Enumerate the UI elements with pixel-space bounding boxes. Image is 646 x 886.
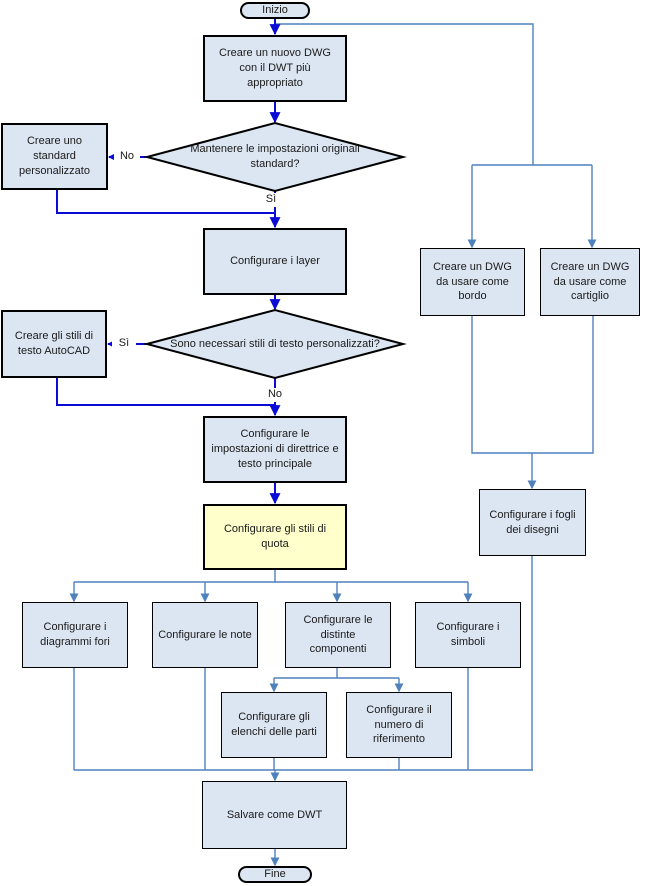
process-bom-label: Configurare le distinte componenti bbox=[303, 613, 373, 656]
process-balloon-number: Configurare il numero di riferimento bbox=[346, 692, 452, 758]
process-dimension-styles: Configurare gli stili di quota bbox=[203, 504, 347, 570]
process-symbols-label: Configurare i simboli bbox=[436, 621, 500, 648]
branch-label-no-1: No bbox=[114, 150, 140, 164]
decision-text-styles: Sono necessari stili di testo personaliz… bbox=[143, 308, 407, 380]
process-save-dwt-label: Salvare come DWT bbox=[226, 808, 323, 821]
process-notes-label: Configurare le note bbox=[158, 628, 252, 641]
branch-label-no-2: No bbox=[262, 388, 288, 402]
process-custom-standard: Creare uno standard personalizzato bbox=[1, 123, 108, 190]
end-node: Fine bbox=[238, 866, 312, 883]
process-parts-lists-label: Configurare gli elenchi delle parti bbox=[231, 711, 317, 738]
process-leader-settings: Configurare le impostazioni di direttric… bbox=[203, 416, 347, 483]
process-custom-standard-label: Creare uno standard personalizzato bbox=[19, 135, 90, 177]
process-save-dwt: Salvare come DWT bbox=[202, 781, 347, 849]
process-notes: Configurare le note bbox=[152, 602, 258, 668]
process-bom: Configurare le distinte componenti bbox=[285, 602, 391, 668]
process-dwg-border: Creare un DWG da usare come bordo bbox=[420, 248, 525, 316]
process-drawing-sheets: Configurare i fogli dei disegni bbox=[479, 489, 586, 556]
process-balloon-number-label: Configurare il numero di riferimento bbox=[366, 703, 432, 746]
process-hole-charts-label: Configurare i diagrammi fori bbox=[40, 621, 110, 648]
process-configure-layers-label: Configurare i layer bbox=[230, 255, 320, 268]
end-label: Fine bbox=[264, 868, 286, 881]
decision-keep-standards-label: Mantenere le impostazioni originali stan… bbox=[190, 143, 360, 170]
branch-label-si-1: Sì bbox=[260, 193, 282, 207]
process-dwg-titleblock: Creare un DWG da usare come cartiglio bbox=[540, 248, 640, 316]
process-drawing-sheets-label: Configurare i fogli dei disegni bbox=[489, 508, 576, 536]
process-new-dwg-label: Creare un nuovo DWG con il DWT più appro… bbox=[219, 47, 331, 89]
decision-keep-standards: Mantenere le impostazioni originali stan… bbox=[143, 121, 407, 193]
decision-text-styles-label: Sono necessari stili di testo personaliz… bbox=[170, 337, 380, 350]
start-label: Inizio bbox=[262, 4, 288, 17]
process-leader-settings-label: Configurare le impostazioni di direttric… bbox=[211, 428, 339, 470]
process-create-text-styles-label: Creare gli stili di testo AutoCAD bbox=[14, 330, 94, 357]
process-create-text-styles: Creare gli stili di testo AutoCAD bbox=[1, 310, 107, 378]
process-parts-lists: Configurare gli elenchi delle parti bbox=[221, 692, 327, 758]
branch-label-si-2: Sì bbox=[112, 337, 136, 351]
process-dwg-border-label: Creare un DWG da usare come bordo bbox=[433, 260, 512, 303]
process-new-dwg: Creare un nuovo DWG con il DWT più appro… bbox=[203, 35, 347, 102]
process-dimension-styles-label: Configurare gli stili di quota bbox=[223, 523, 327, 550]
process-symbols: Configurare i simboli bbox=[415, 602, 521, 668]
process-configure-layers: Configurare i layer bbox=[203, 228, 347, 295]
process-hole-charts: Configurare i diagrammi fori bbox=[22, 602, 128, 668]
start-node: Inizio bbox=[240, 2, 310, 19]
process-dwg-titleblock-label: Creare un DWG da usare come cartiglio bbox=[550, 260, 630, 303]
